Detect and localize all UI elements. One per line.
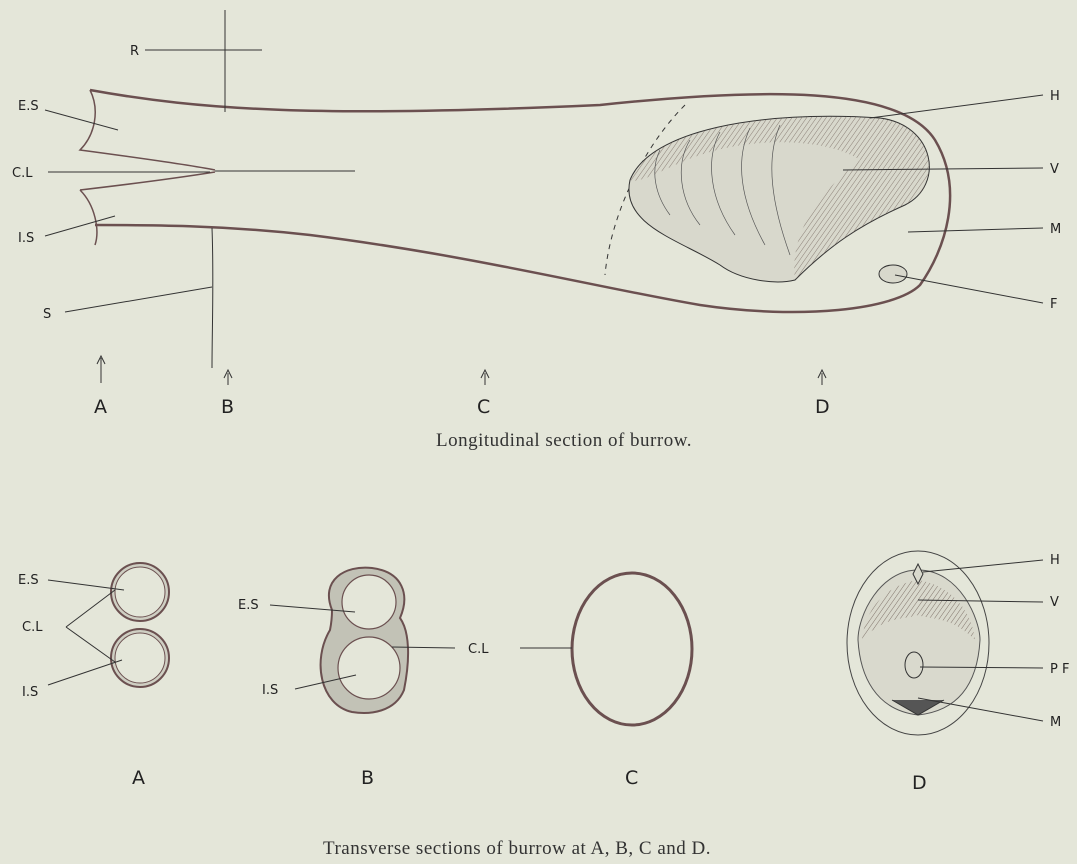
label-h: H — [1050, 89, 1060, 104]
s-line — [212, 228, 213, 368]
label-s: S — [43, 307, 51, 322]
label-d-m: M — [1050, 715, 1061, 730]
title-d: D — [912, 772, 927, 794]
position-d: D — [815, 396, 830, 418]
transverse-section-b: E.S C.L I.S B — [238, 568, 489, 789]
transverse-section-c: C — [520, 573, 692, 789]
m-pointer — [908, 228, 1043, 232]
label-d-h: H — [1050, 553, 1060, 568]
label-cl: C.L — [12, 166, 33, 181]
label-b-is: I.S — [262, 683, 278, 698]
label-es: E.S — [18, 99, 39, 114]
label-r: R — [130, 44, 139, 59]
exhalant-siphon — [80, 90, 215, 170]
label-a-es: E.S — [18, 573, 39, 588]
label-v: V — [1050, 162, 1059, 177]
position-a: A — [94, 396, 107, 418]
label-d-v: V — [1050, 595, 1059, 610]
position-c: C — [477, 396, 490, 418]
h-pointer — [870, 95, 1043, 118]
label-a-is: I.S — [22, 685, 38, 700]
label-b-cl: C.L — [468, 642, 489, 657]
position-arrows — [97, 356, 826, 385]
longitudinal-section: R S E.S C.L I.S H V M F A B — [12, 10, 1061, 451]
foot — [879, 265, 907, 283]
label-is: I.S — [18, 231, 34, 246]
caption-transverse: Transverse sections of burrow at A, B, C… — [323, 838, 711, 859]
caption-longitudinal: Longitudinal section of burrow. — [436, 430, 692, 451]
inhalant-siphon — [80, 172, 215, 245]
title-c: C — [625, 767, 638, 789]
transverse-section-a: E.S C.L I.S A — [18, 563, 169, 789]
label-a-cl: C.L — [22, 620, 43, 635]
title-b: B — [361, 767, 374, 789]
s-pointer — [65, 287, 212, 312]
title-a: A — [132, 767, 145, 789]
position-b: B — [221, 396, 234, 418]
es-pointer — [45, 110, 118, 130]
label-d-pf: P F — [1050, 662, 1069, 677]
label-b-es: E.S — [238, 598, 259, 613]
label-f: F — [1050, 297, 1057, 312]
label-m: M — [1050, 222, 1061, 237]
transverse-section-d: H V P F M D — [847, 551, 1069, 794]
